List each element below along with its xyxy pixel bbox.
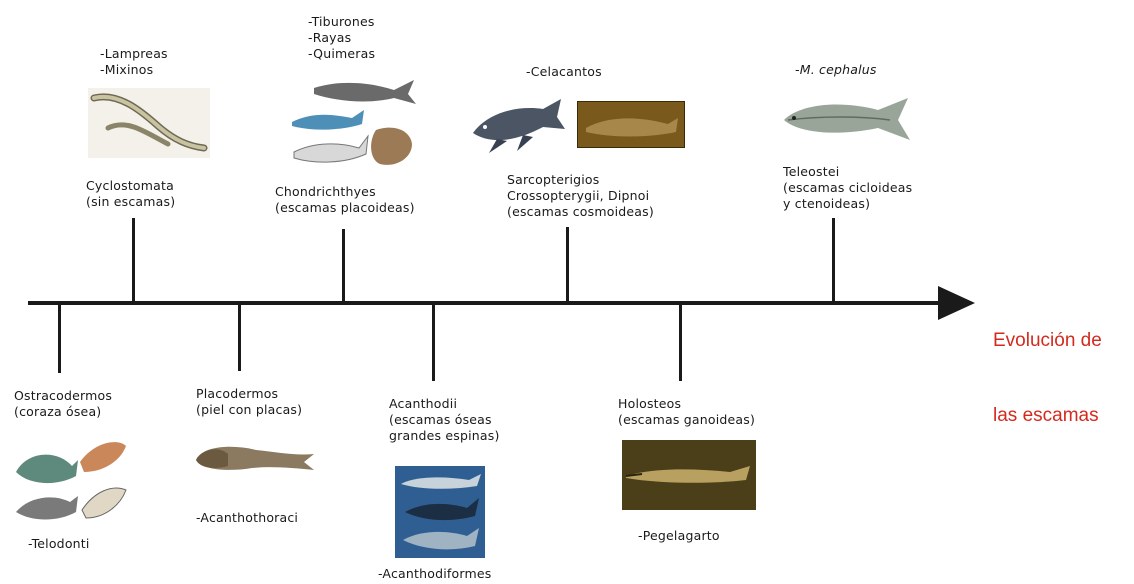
holosteos-group: Holosteos (escamas ganoideas) xyxy=(618,396,755,428)
tick-cyclostomata xyxy=(132,218,135,303)
placodermos-examples: -Acanthothoraci xyxy=(196,510,298,526)
placodermos-group: Placodermos (piel con placas) xyxy=(196,386,302,418)
tick-chondrichthyes xyxy=(342,229,345,303)
lungfish-photo xyxy=(577,101,685,148)
cyclostomata-group: Cyclostomata (sin escamas) xyxy=(86,178,175,210)
coelacanth-illustration xyxy=(467,95,567,157)
tick-teleostei xyxy=(832,218,835,303)
tick-acanthodii xyxy=(432,303,435,381)
cyclostomata-examples: -Lampreas -Mixinos xyxy=(100,46,168,78)
chondrichthyes-group: Chondrichthyes (escamas placoideas) xyxy=(275,184,415,216)
sarcopterigios-examples: -Celacantos xyxy=(526,64,602,80)
acanthodii-group: Acanthodii (escamas óseas grandes espina… xyxy=(389,396,500,444)
lamprey-illustration xyxy=(88,88,210,158)
teleostei-examples: -M. cephalus xyxy=(795,62,877,78)
mullet-illustration xyxy=(780,92,914,144)
ostracodermos-group: Ostracodermos (coraza ósea) xyxy=(14,388,112,420)
shark-ray-chimaera-illustration xyxy=(284,72,418,172)
teleostei-group: Teleostei (escamas cicloideas y ctenoide… xyxy=(783,164,912,212)
acanthodian-illustration xyxy=(395,466,485,558)
tick-placodermos xyxy=(238,303,241,371)
sarcopterigios-group: Sarcopterigios Crossopterygii, Dipnoi (e… xyxy=(507,172,654,220)
holosteos-examples: -Pegelagarto xyxy=(638,528,720,544)
ostracodermos-examples: -Telodonti xyxy=(28,536,90,552)
axis-title-line2: las escamas xyxy=(993,403,1102,428)
gar-photo xyxy=(622,440,756,510)
acanthodii-examples: -Acanthodiformes xyxy=(378,566,491,582)
tick-sarcopterigios xyxy=(566,227,569,303)
axis-arrowhead xyxy=(938,286,975,320)
tick-holosteos xyxy=(679,303,682,381)
ostracoderm-illustration xyxy=(8,432,130,526)
axis-title-line1: Evolución de xyxy=(993,328,1102,353)
tick-ostracodermos xyxy=(58,303,61,373)
chondrichthyes-examples: -Tiburones -Rayas -Quimeras xyxy=(308,14,375,62)
placoderm-illustration xyxy=(192,440,318,476)
axis-title: Evolución de las escamas xyxy=(993,278,1102,453)
